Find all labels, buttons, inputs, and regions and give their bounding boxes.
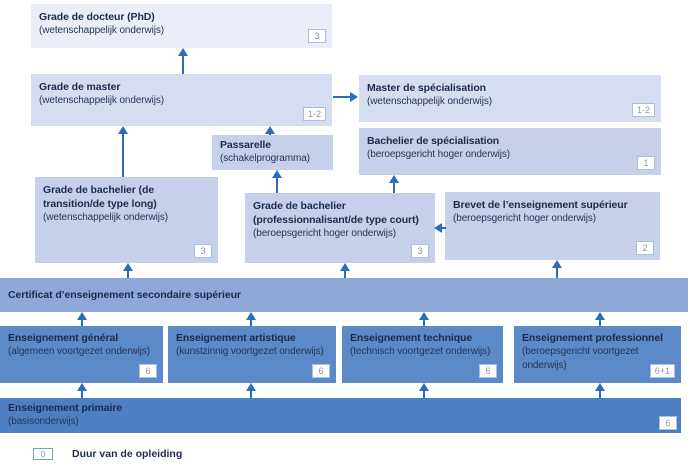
node-bachelier-specialisation: Bachelier de spécialisation (beroepsgeri… bbox=[359, 128, 661, 175]
node-title: Grade de master bbox=[39, 81, 121, 93]
node-subtitle: (beroepsgericht hoger onderwijs) bbox=[367, 149, 510, 160]
arrow-certificat-to-brevet bbox=[552, 260, 562, 278]
arrow-passarelle-to-master bbox=[265, 126, 275, 135]
node-enseignement-artistique: Enseignement artistique (kunstzinnig voo… bbox=[168, 326, 336, 383]
duration-badge: 3 bbox=[194, 244, 212, 258]
legend-duration-box: 0 bbox=[33, 448, 53, 460]
node-enseignement-general: Enseignement général (algemeen voortgeze… bbox=[0, 326, 163, 383]
node-subtitle: (beroepsgericht hoger onderwijs) bbox=[253, 228, 396, 239]
node-certificat-secondaire: Certificat d’enseignement secondaire sup… bbox=[0, 278, 688, 312]
arrow-professionnel-to-certificat bbox=[595, 312, 605, 326]
duration-badge: 1-2 bbox=[631, 103, 655, 117]
node-title: Grade de docteur (PhD) bbox=[39, 11, 155, 23]
node-bachelier-transition: Grade de bachelier (de transition/de typ… bbox=[35, 177, 218, 263]
arrow-prof-to-bachelier-spec bbox=[389, 175, 399, 193]
node-title: Enseignement primaire bbox=[8, 402, 123, 414]
node-bachelier-professionnalisant: Grade de bachelier (professionnalisant/d… bbox=[245, 193, 435, 263]
arrow-prof-to-passarelle bbox=[272, 170, 282, 193]
node-master: Grade de master (wetenschappelijk onderw… bbox=[31, 74, 332, 126]
arrow-certificat-to-prof bbox=[340, 263, 350, 278]
duration-badge: 1-2 bbox=[302, 107, 326, 121]
duration-badge: 3 bbox=[308, 29, 326, 43]
duration-badge: 6 bbox=[659, 416, 677, 430]
node-subtitle: (basisonderwijs) bbox=[8, 416, 79, 427]
duration-badge: 1 bbox=[637, 156, 655, 170]
duration-badge: 6 bbox=[312, 364, 330, 378]
duration-badge: 3 bbox=[411, 244, 429, 258]
node-title: Grade de bachelier (professionnalisant/d… bbox=[253, 200, 419, 226]
node-subtitle: (algemeen voortgezet onderwijs) bbox=[8, 346, 150, 357]
duration-badge: 2 bbox=[636, 241, 654, 255]
node-subtitle: (kunstzinnig voortgezet onderwijs) bbox=[176, 346, 324, 357]
arrow-artistique-to-certificat bbox=[246, 312, 256, 326]
arrow-primaire-to-artistique bbox=[246, 383, 256, 398]
node-title: Enseignement professionnel bbox=[522, 332, 663, 344]
arrow-primaire-to-general bbox=[77, 383, 87, 398]
node-title: Enseignement artistique bbox=[176, 332, 296, 344]
arrow-technique-to-certificat bbox=[419, 312, 429, 326]
node-title: Passarelle bbox=[220, 139, 271, 151]
node-title: Master de spécialisation bbox=[367, 82, 486, 94]
arrow-transition-to-master bbox=[118, 126, 128, 177]
node-subtitle: (beroepsgericht voortgezet onderwijs) bbox=[522, 346, 639, 371]
node-subtitle: (wetenschappelijk onderwijs) bbox=[39, 95, 165, 106]
arrow-primaire-to-technique bbox=[419, 383, 429, 398]
node-master-specialisation: Master de spécialisation (wetenschappeli… bbox=[359, 75, 661, 122]
node-title: Brevet de l’enseignement supérieur bbox=[453, 199, 628, 211]
node-subtitle: (beroepsgericht hoger onderwijs) bbox=[453, 213, 596, 224]
node-title: Grade de bachelier (de transition/de typ… bbox=[43, 184, 157, 210]
node-title: Enseignement technique bbox=[350, 332, 473, 344]
node-subtitle: (wetenschappelijk onderwijs) bbox=[39, 25, 165, 36]
arrow-brevet-to-prof bbox=[434, 223, 446, 233]
duration-badge: 6+1 bbox=[649, 364, 675, 378]
duration-badge: 6 bbox=[479, 364, 497, 378]
node-enseignement-technique: Enseignement technique (technisch voortg… bbox=[342, 326, 503, 383]
arrow-primaire-to-professionnel bbox=[595, 383, 605, 398]
node-title: Enseignement général bbox=[8, 332, 119, 344]
node-title: Bachelier de spécialisation bbox=[367, 135, 500, 147]
node-subtitle: (schakelprogramma) bbox=[220, 153, 310, 164]
node-subtitle: (wetenschappelijk onderwijs) bbox=[43, 212, 169, 223]
legend: 0 Duur van de opleiding bbox=[33, 448, 182, 460]
node-docteur: Grade de docteur (PhD) (wetenschappelijk… bbox=[31, 4, 332, 48]
arrow-master-to-master-spec bbox=[333, 92, 358, 102]
node-subtitle: (wetenschappelijk onderwijs) bbox=[367, 96, 493, 107]
legend-label: Duur van de opleiding bbox=[72, 448, 183, 460]
node-passarelle: Passarelle (schakelprogramma) bbox=[212, 135, 333, 170]
node-title: Certificat d’enseignement secondaire sup… bbox=[8, 289, 241, 301]
node-brevet-enseignement-superieur: Brevet de l’enseignement supérieur (bero… bbox=[445, 192, 660, 260]
arrow-master-to-docteur bbox=[178, 48, 188, 74]
arrow-general-to-certificat bbox=[77, 312, 87, 326]
node-enseignement-primaire: Enseignement primaire (basisonderwijs) 6 bbox=[0, 398, 681, 433]
arrow-certificat-to-transition bbox=[123, 263, 133, 278]
node-subtitle: (technisch voortgezet onderwijs) bbox=[350, 346, 491, 357]
duration-badge: 6 bbox=[139, 364, 157, 378]
node-enseignement-professionnel: Enseignement professionnel (beroepsgeric… bbox=[514, 326, 681, 383]
